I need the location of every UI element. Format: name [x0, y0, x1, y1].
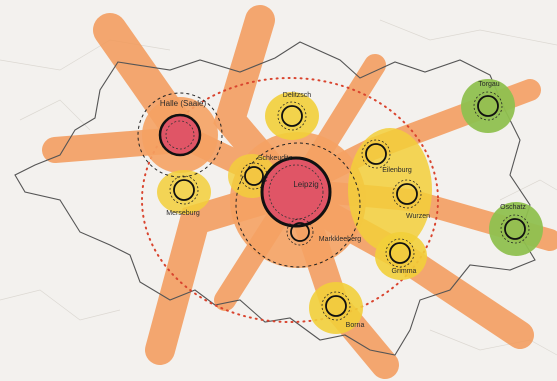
label-eilenburg: Eilenburg	[382, 167, 412, 174]
town-grimma	[385, 238, 415, 268]
influence-borna	[309, 282, 363, 334]
label-leipzig: Leipzig	[293, 180, 318, 189]
town-schkeuditz	[240, 162, 268, 190]
influence-rings	[137, 92, 361, 268]
influence-oschatz	[489, 202, 543, 256]
influence-grimma	[375, 232, 427, 280]
label-markkleeberg: Markkleeberg	[319, 236, 362, 243]
core-leipzig	[260, 156, 332, 228]
influence-eastern-towns	[348, 128, 432, 252]
town-symbols	[169, 91, 530, 321]
town-delitzsch	[277, 101, 307, 131]
town-borna	[321, 291, 351, 321]
label-oschatz: Oschatz	[500, 204, 526, 211]
label-schkeuditz: Schkeuditz	[258, 155, 293, 162]
town-oschatz	[500, 214, 530, 244]
label-borna: Borna	[346, 322, 365, 329]
town-eilenburg	[361, 139, 391, 169]
town-markkleeberg	[286, 218, 314, 246]
label-delitzsch: Delitzsch	[283, 92, 312, 99]
label-halle: Halle (Saale)	[160, 99, 207, 108]
label-merseburg: Merseburg	[166, 210, 200, 217]
core-cities	[158, 113, 332, 228]
label-wurzen: Wurzen	[406, 213, 430, 220]
town-torgau	[473, 91, 503, 121]
influence-torgau	[461, 79, 515, 133]
town-merseburg	[169, 175, 199, 205]
city-labels: Halle (Saale) Delitzsch Schkeuditz Merse…	[160, 81, 526, 329]
region-boundary	[14, 41, 536, 356]
label-grimma: Grimma	[392, 268, 417, 275]
influence-delitzsch	[265, 92, 319, 140]
influence-merseburg	[157, 170, 211, 214]
metropolitan-ring	[141, 77, 439, 323]
label-torgau: Torgau	[478, 81, 500, 88]
town-wurzen	[392, 179, 422, 209]
